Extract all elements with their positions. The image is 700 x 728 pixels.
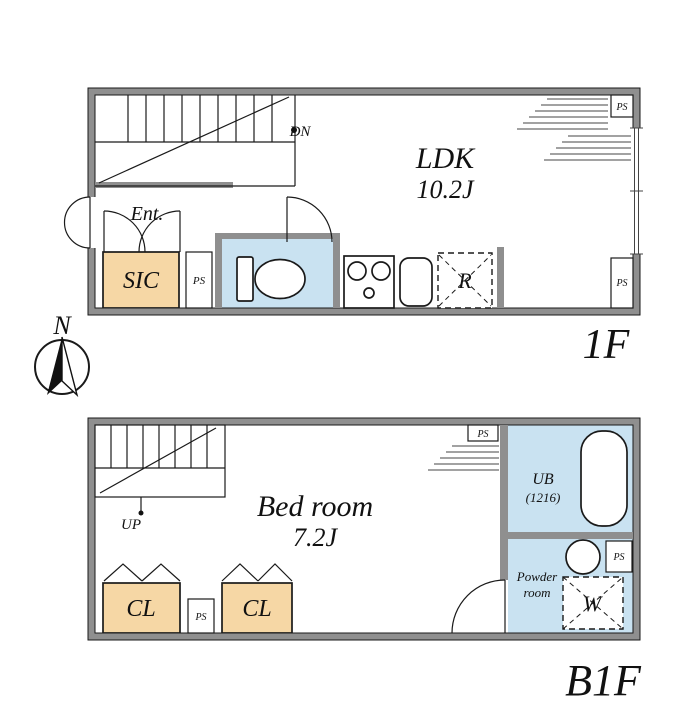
sic-label: SIC: [123, 268, 160, 294]
interior-walls-b1f: [500, 425, 633, 580]
compass: N: [34, 311, 90, 398]
bedroom-size-label: 7.2J: [293, 523, 339, 552]
ub-label: UB: [532, 471, 554, 488]
ps-label-b1f-bath: PS: [612, 552, 624, 563]
compass-needle: [47, 337, 62, 395]
powder-room-label-line2: room: [524, 585, 551, 600]
staircase-b1f: [94, 424, 226, 511]
dn-marker-dot: [291, 127, 297, 133]
ps-box-entrance: [185, 251, 213, 309]
shoe-closet-box: [102, 251, 180, 309]
hatch-lines-1f: [517, 98, 631, 161]
washbasin-icon: [565, 539, 601, 575]
stove-icon: [343, 255, 395, 309]
ps-box-b1f-bath: [605, 540, 633, 573]
floor-label-b1f: B1F: [565, 656, 642, 705]
shoe-cabinet-door-arcs: [103, 210, 181, 253]
ldk-size-label: 10.2J: [416, 175, 475, 204]
powder-room-label-line1: Powder: [516, 569, 558, 584]
dn-label: DN: [289, 124, 312, 140]
hanger-symbols: [103, 563, 293, 582]
entrance-opening: [87, 197, 96, 248]
ps-box-bottom-right: [610, 257, 634, 309]
ps-box-b1f-closet: [187, 598, 215, 634]
interior-walls-1f: [95, 182, 504, 308]
ps-label-bottom-right: PS: [615, 278, 627, 289]
ldk-label: LDK: [415, 142, 476, 175]
bathtub-icon: [580, 430, 628, 527]
washer-label: W: [583, 591, 603, 616]
ldk-door-arc: [286, 196, 333, 243]
toilet-icon: [236, 256, 306, 302]
compass-needle-white: [61, 336, 79, 398]
closet-right-label: CL: [242, 596, 271, 622]
ps-box-b1f-top: [467, 424, 499, 442]
outer-wall-b1f: [87, 417, 641, 641]
up-marker-dot: [138, 510, 144, 516]
refrigerator-box: [437, 252, 493, 309]
up-label: UP: [121, 517, 141, 533]
closet-left-box: [102, 582, 181, 634]
sink-icon: [399, 257, 433, 307]
north-label: N: [52, 311, 72, 340]
entrance-door-arc: [63, 196, 91, 249]
closet-right-box: [221, 582, 293, 634]
floor-plan-1f: DN Ent. SIC PS: [63, 87, 643, 368]
ps-label-top-right: PS: [615, 102, 627, 113]
washer-box: [562, 576, 624, 630]
entrance-label: Ent.: [130, 203, 164, 225]
powder-door-arc: [451, 579, 506, 634]
bedroom-label: Bed room: [257, 490, 373, 523]
ps-box-top-right: [610, 94, 634, 118]
window-icon: [630, 127, 643, 255]
closet-left-label: CL: [126, 596, 155, 622]
ps-label-b1f-closet: PS: [194, 612, 206, 623]
hatch-lines-b1f: [428, 445, 499, 471]
ps-label-b1f-top: PS: [476, 429, 488, 440]
floor-plan-b1f: UP PS UB (1216) PS W Powder room: [87, 417, 642, 705]
ps-label-entrance: PS: [192, 275, 206, 287]
refrigerator-label: R: [457, 268, 472, 293]
staircase-1f: [95, 95, 296, 187]
floor-label-1f: 1F: [583, 322, 630, 368]
ub-size-label: (1216): [526, 490, 561, 505]
